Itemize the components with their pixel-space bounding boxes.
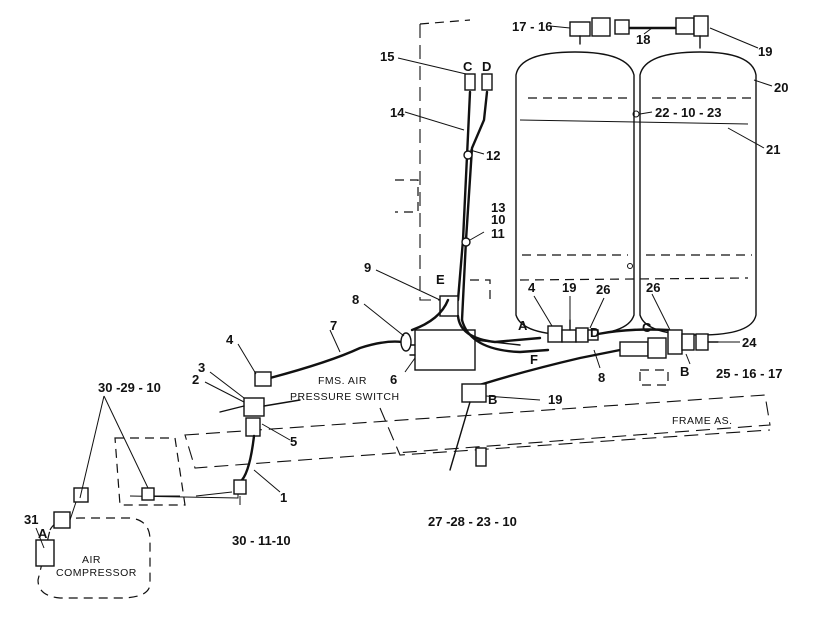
- callout-18: 18: [636, 32, 650, 47]
- callout-19-top: 19: [758, 44, 772, 59]
- callout-b-right: B: [680, 364, 689, 379]
- frame-caption: FRAME AS.: [672, 415, 733, 427]
- left-tank-valve: [547, 319, 599, 343]
- callout-24: 24: [742, 335, 757, 350]
- air-tank-right: [639, 51, 757, 336]
- callout-2: 2: [192, 372, 199, 387]
- callout-9: 9: [364, 260, 371, 275]
- fms-caption-line2: PRESSURE SWITCH: [290, 391, 400, 403]
- frame-outline: [114, 19, 771, 506]
- callout-13: 13: [491, 200, 505, 215]
- compressor-caption-line2: COMPRESSOR: [56, 567, 137, 579]
- compressor-line: [129, 434, 256, 501]
- hose-7: [268, 332, 412, 380]
- callout-27-28-23-10: 27 -28 - 23 - 10: [428, 514, 517, 529]
- callout-4-mid: 4: [528, 280, 536, 295]
- callout-8-mid: 8: [598, 370, 605, 385]
- tank-strap-bands: [519, 110, 749, 281]
- callout-21: 21: [766, 142, 780, 157]
- callout-b-low: B: [488, 392, 497, 407]
- junction-block: [409, 295, 521, 371]
- callout-5: 5: [290, 434, 297, 449]
- air-tank-left: [515, 51, 635, 336]
- fms-caption-line1: FMS. AIR: [318, 375, 367, 387]
- callout-15: 15: [380, 49, 394, 64]
- callout-30-29-10: 30 -29 - 10: [98, 380, 161, 395]
- pressure-switch-lines: [456, 73, 493, 322]
- callout-10: 10: [491, 212, 505, 227]
- callout-19-mid: 19: [562, 280, 576, 295]
- callout-26-right: 26: [646, 280, 660, 295]
- leader-lines: [35, 25, 773, 549]
- callout-3: 3: [198, 360, 205, 375]
- callout-e: E: [436, 272, 445, 287]
- callout-d-mid: D: [590, 325, 599, 340]
- callout-c-top: C: [463, 59, 473, 74]
- right-tank-valve: [596, 328, 719, 359]
- callout-8-left: 8: [352, 292, 359, 307]
- callout-a-compressor: A: [38, 526, 48, 541]
- callout-31: 31: [24, 512, 38, 527]
- callout-4-left: 4: [226, 332, 234, 347]
- callout-17-16: 17 - 16: [512, 19, 552, 34]
- callout-d-top: D: [482, 59, 491, 74]
- callout-11: 11: [491, 226, 505, 241]
- callout-26-mid: 26: [596, 282, 610, 297]
- callout-19-low: 19: [548, 392, 562, 407]
- callout-a-mid: A: [518, 318, 528, 333]
- air-compressor: [35, 487, 151, 599]
- callout-14: 14: [390, 105, 405, 120]
- callout-1: 1: [280, 490, 287, 505]
- frame-fitting: [449, 383, 487, 471]
- callout-25-16-17: 25 - 16 - 17: [716, 366, 783, 381]
- callout-6: 6: [390, 372, 397, 387]
- callout-22-10-23: 22 - 10 - 23: [655, 105, 722, 120]
- callout-20: 20: [774, 80, 788, 95]
- callout-7: 7: [330, 318, 337, 333]
- fms-pressure-switch: [219, 371, 301, 437]
- compressor-caption-line1: AIR: [82, 554, 101, 566]
- top-fitting-assembly: [569, 15, 709, 49]
- callout-c-right: C: [642, 320, 652, 335]
- callout-12: 12: [486, 148, 500, 163]
- callout-f: F: [530, 352, 538, 367]
- callout-30-11-10: 30 - 11-10: [232, 533, 291, 548]
